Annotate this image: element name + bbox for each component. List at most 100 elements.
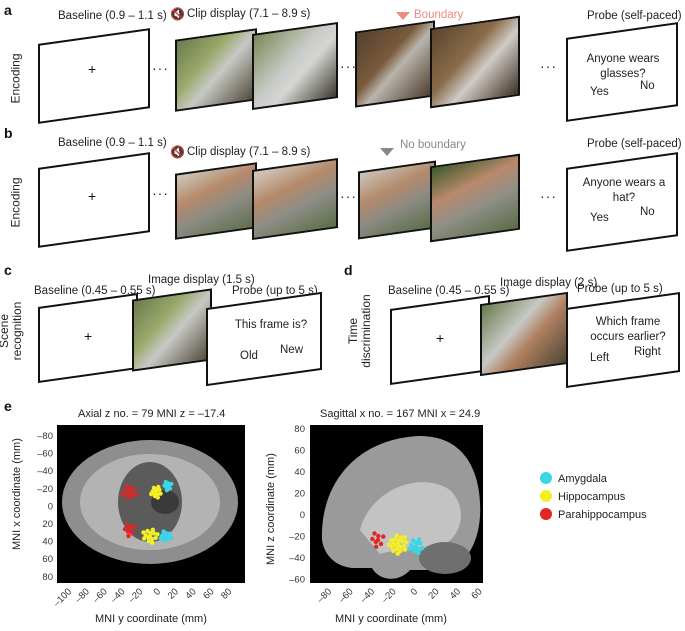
hippocampus-point (149, 491, 154, 497)
probe-no-b: No (640, 206, 655, 218)
sagittal-ylabel: MNI z coordinate (mm) (265, 453, 277, 565)
axial-xtick: 20 (166, 586, 181, 601)
baseline-label-d: Baseline (0.45 – 0.55 s) (388, 285, 510, 297)
sagittal-ytick: 40 (294, 467, 305, 478)
parahippocampus-point (126, 533, 131, 539)
panel-letter-d: d (344, 262, 353, 278)
hippocampus-point (401, 543, 407, 549)
panel-letter-e: e (4, 398, 12, 414)
probe-title-a: Probe (self-paced) (587, 10, 682, 22)
probe-no-a: No (640, 80, 655, 92)
hippocampus-point (386, 542, 391, 547)
hippocampus-point (150, 527, 155, 532)
ellipsis-a3: ··· (540, 58, 557, 74)
hippocampus-point (141, 536, 147, 541)
axial-ylabel: MNI x coordinate (mm) (11, 438, 23, 550)
probe-yes-b: Yes (590, 212, 609, 224)
side-label-d1: Time (346, 317, 360, 345)
clip-frame-4-b (430, 153, 520, 243)
hippocampus-point (403, 540, 409, 545)
amygdala-point (416, 551, 421, 556)
hippocampus-point (391, 548, 396, 554)
hippocampus-point (155, 532, 160, 537)
parahippocampus-point (378, 541, 384, 547)
amygdala-point (418, 541, 423, 546)
parahippocampus-point (130, 493, 135, 498)
sagittal-xlabel: MNI y coordinate (mm) (335, 613, 447, 625)
speaker-muted-icon: 🔇 (170, 7, 185, 21)
hippocampus-point (151, 485, 157, 491)
sagittal-ytick: –40 (289, 553, 305, 564)
panel-letter-b: b (4, 125, 13, 141)
legend: Amygdala Hippocampus Parahippocampus (540, 472, 647, 521)
baseline-label-b: Baseline (0.9 – 1.1 s) (58, 137, 167, 149)
axial-points (120, 479, 174, 545)
hippocampus-point (398, 544, 403, 550)
hippocampus-point (398, 535, 404, 540)
hippocampus-point (395, 551, 400, 556)
image-label-c: Image display (1.5 s) (148, 274, 255, 286)
axial-ytick: 40 (42, 537, 53, 548)
encoding-label-a: Encoding (8, 53, 23, 104)
parahippocampus-point (125, 491, 131, 496)
fixation-cross-c: + (84, 328, 93, 344)
side-label-d2: discrimination (359, 294, 373, 368)
clip-frame-1-b (175, 162, 257, 240)
sagittal-cerebellum (419, 542, 471, 574)
ellipsis-b2: ··· (340, 188, 357, 204)
legend-amygdala: Amygdala (558, 473, 608, 485)
probe-question-b: Anyone wears a hat? (582, 177, 666, 204)
panel-letter-c: c (4, 262, 12, 278)
parahippocampus-point (130, 531, 135, 536)
amygdala-point (412, 549, 417, 554)
boundary-triangle-icon (396, 12, 410, 20)
clip-frame-3-a (355, 20, 435, 108)
parahippocampus-point (373, 539, 379, 545)
axial-xtick: –100 (51, 586, 74, 609)
parahippocampus-point (372, 531, 377, 536)
axial-xtick: 40 (183, 586, 198, 601)
scene-recognition-label: Scene recognition (0, 296, 24, 366)
parahippocampus-point (122, 488, 128, 494)
hippocampus-point (155, 495, 160, 500)
axial-xtick: –80 (73, 586, 92, 605)
sagittal-ytick: 60 (294, 446, 305, 457)
parahippocampus-point (128, 486, 133, 491)
axial-xtick: –40 (109, 586, 128, 605)
amygdala-point (167, 531, 172, 536)
probe-title-b: Probe (self-paced) (587, 138, 682, 150)
amygdala-point (161, 529, 166, 534)
amygdala-point (410, 538, 416, 543)
hippocampus-point (151, 531, 157, 536)
amygdala-point (158, 536, 163, 541)
clip-frame-2-b (252, 157, 338, 241)
probe-title-c: Probe (up to 5 s) (232, 285, 318, 297)
hippocampus-point (153, 535, 158, 541)
amygdala-point (162, 538, 167, 543)
hippocampus-point (158, 491, 163, 496)
time-discrimination-label: Time discrimination (346, 291, 373, 371)
axial-ytick: 0 (48, 501, 53, 512)
fixation-cross-d: + (436, 330, 445, 346)
sagittal-points (370, 531, 425, 556)
axial-ytick: –20 (37, 484, 53, 495)
hippocampus-point (150, 540, 155, 545)
hippocampus-point (389, 538, 394, 543)
sagittal-xtick: –60 (337, 586, 356, 605)
parahippocampus-point (381, 534, 386, 539)
ellipsis-b3: ··· (540, 188, 557, 204)
fixation-cross-a: + (88, 61, 97, 77)
parahippocampus-point (124, 483, 130, 489)
sagittal-xtick: –40 (358, 586, 377, 605)
sagittal-xtick: –80 (315, 586, 334, 605)
sagittal-xtick: 20 (426, 586, 441, 601)
hippocampus-point (400, 539, 405, 544)
parahippocampus-point (126, 495, 131, 501)
side-label-c2: recognition (10, 301, 24, 361)
legend-hippocampus-marker (540, 490, 552, 502)
hippocampus-point (393, 536, 398, 541)
parahippocampus-point (120, 492, 126, 498)
image-frame-d (480, 291, 568, 377)
hippocampus-point (145, 528, 150, 534)
hippocampus-point (394, 547, 399, 552)
